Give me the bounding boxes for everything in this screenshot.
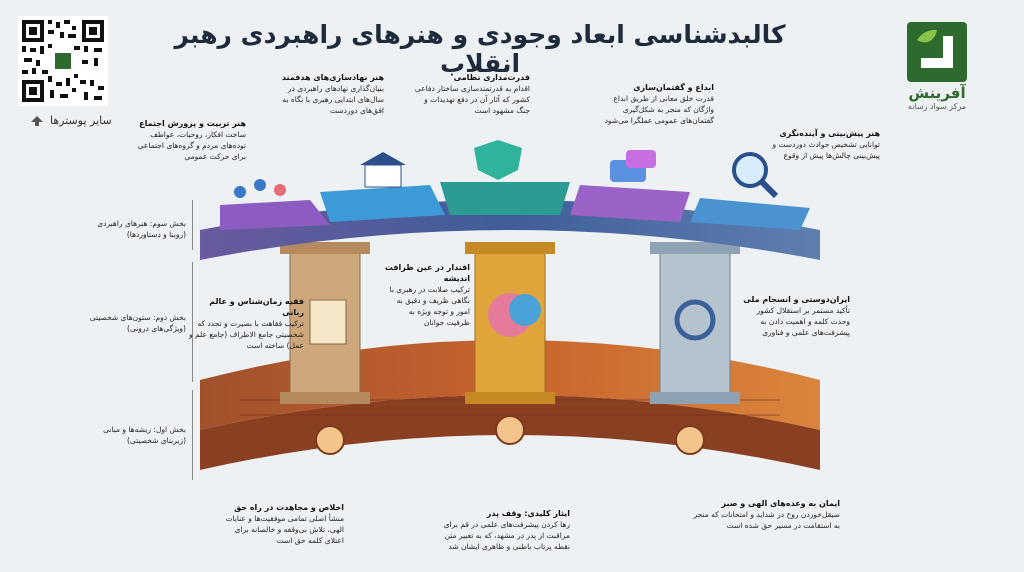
pillar-title: ایران‌دوستی و انسجام ملی [743, 295, 850, 304]
section-3-label: بخش سوم: هنرهای راهبردی (روبنا و دستاورد… [66, 218, 186, 240]
magnifier-icon [732, 152, 779, 199]
section-2-title: بخش دوم: ستون‌های شخصیتی [89, 313, 186, 322]
qr-code-image [18, 16, 108, 106]
brand-logo: آفرینش مرکز سواد رسانه [898, 12, 976, 111]
logo-name: آفرینش [908, 84, 966, 102]
root-item: ایثار کلیدی: وقف پدر رها کردن پیشرفت‌های… [440, 508, 570, 552]
people-icon [234, 179, 286, 198]
pillar-title: فقیه زمان‌شناس و عالم ربانی [209, 297, 304, 317]
art-item: هنر نهادسازی‌های هدفمند بنیان‌گذاری نهاد… [264, 72, 384, 116]
root-text: صیقل‌خوردن روح در شداید و امتحانات که من… [693, 510, 840, 530]
pillar-text: ترکیب صلابت در رهبری با نگاهی ظریف و دقی… [389, 285, 470, 327]
page-title: کالبدشناسی ابعاد وجودی و هنرهای راهبردی … [174, 20, 786, 78]
pillar-text: ترکیب فقاهت با بصیرت و تجدد که شخصیتی جا… [188, 319, 304, 350]
section-2-bracket [192, 262, 199, 382]
building-icon [360, 152, 406, 188]
section-2-subtitle: (ویژگی‌های درونی) [127, 324, 186, 333]
root-title: اخلاص و مجاهدت در راه حق [234, 503, 344, 512]
logo-mark [907, 22, 967, 82]
pillar-title: اقتدار در عین ظرافت اندیشه [384, 263, 470, 283]
art-item: ابداع و گفتمان‌سازی قدرت خلق معانی از طر… [594, 82, 714, 126]
more-posters-link[interactable]: سایر پوسترها [30, 114, 112, 127]
art-item: قدرت‌مداری نظامی اقدام به قدرتمندسازی سا… [410, 72, 530, 116]
section-3-subtitle: (روبنا و دستاوردها) [126, 230, 186, 239]
root-item: ایمان به وعده‌های الهی و صبر صیقل‌خوردن … [690, 498, 840, 531]
qr-code[interactable] [18, 16, 108, 106]
art-item: هنر تربیت و پرورش اجتماع ساخت افکار، روح… [136, 118, 246, 162]
art-text: توانایی تشخیص حوادث دوردست و پیش‌بینی چا… [772, 140, 880, 160]
pillars [280, 242, 740, 404]
art-text: ساخت افکار، روحیات، عواطف توده‌های مردم … [137, 130, 246, 161]
root-text: منشأ اصلی تمامی موفقیت‌ها و عنایات الهی،… [225, 514, 344, 545]
root-title: ایمان به وعده‌های الهی و صبر [721, 499, 840, 508]
art-text: اقدام به قدرتمندسازی ساختار دفاعی کشور ک… [414, 84, 530, 115]
section-1-title: بخش اول: ریشه‌ها و مبانی [103, 425, 186, 434]
section-3-bracket [192, 200, 199, 250]
section-1-bracket [192, 390, 199, 480]
art-title: هنر پیش‌بینی و آینده‌نگری [779, 129, 880, 138]
leaf-icon [917, 29, 953, 68]
art-title: قدرت‌مداری نظامی [453, 73, 530, 82]
roof-platform [200, 182, 820, 260]
section-3-title: بخش سوم: هنرهای راهبردی [97, 219, 186, 228]
section-2-label: بخش دوم: ستون‌های شخصیتی (ویژگی‌های درون… [66, 312, 186, 334]
root-title: ایثار کلیدی: وقف پدر [486, 509, 570, 518]
art-text: قدرت خلق معانی از طریق ابداع واژگان که م… [604, 94, 714, 125]
arrow-up-icon [31, 115, 43, 126]
art-item: هنر پیش‌بینی و آینده‌نگری توانایی تشخیص … [758, 128, 880, 161]
pillar-item: اقتدار در عین ظرافت اندیشه ترکیب صلابت د… [384, 262, 470, 328]
chat-icon [610, 150, 656, 182]
art-title: ابداع و گفتمان‌سازی [633, 83, 714, 92]
shield-icon [474, 140, 522, 180]
logo-subtitle: مرکز سواد رسانه [907, 102, 967, 111]
root-text: رها کردن پیشرفت‌های علمی در قم برای مراق… [443, 520, 570, 551]
pillar-text: تأکید مستمر بر استقلال کشور وحدت کلمه و … [756, 306, 850, 337]
section-1-label: بخش اول: ریشه‌ها و مبانی (زیربنای شخصیتی… [66, 424, 186, 446]
more-posters-label: سایر پوسترها [50, 114, 112, 127]
root-item: اخلاص و مجاهدت در راه حق منشأ اصلی تمامی… [214, 502, 344, 546]
art-title: هنر تربیت و پرورش اجتماع [139, 119, 246, 128]
art-text: بنیان‌گذاری نهادهای راهبردی در سال‌های ا… [282, 84, 384, 115]
pillar-item: فقیه زمان‌شناس و عالم ربانی ترکیب فقاهت … [188, 296, 304, 351]
section-1-subtitle: (زیربنای شخصیتی) [127, 436, 186, 445]
structure-illustration [200, 140, 820, 470]
pillar-item: ایران‌دوستی و انسجام ملی تأکید مستمر بر … [740, 294, 850, 338]
art-title: هنر نهادسازی‌های هدفمند [281, 73, 384, 82]
